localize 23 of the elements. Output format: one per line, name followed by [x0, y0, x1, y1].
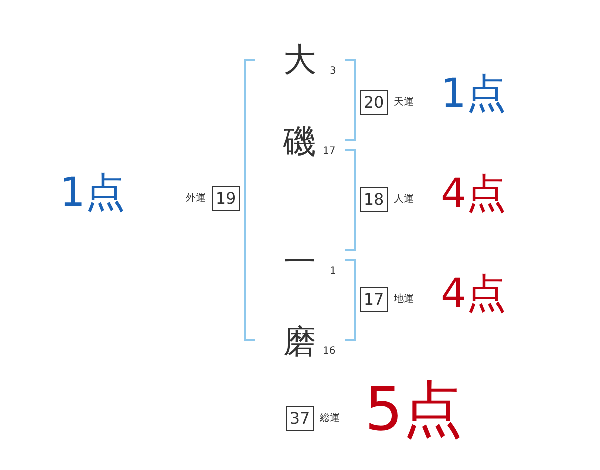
score-text: 1点: [60, 173, 126, 213]
stroke-count: 17: [323, 147, 336, 157]
number-box: 37: [286, 406, 314, 431]
number-box: 20: [360, 90, 388, 115]
stroke-count: 16: [323, 347, 336, 357]
name-character: 一: [284, 245, 316, 278]
fortune-label: 天運: [394, 98, 414, 108]
stroke-count: 3: [330, 67, 336, 77]
stroke-count: 1: [330, 267, 336, 277]
fortune-label: 人運: [394, 194, 414, 204]
name-character: 磯: [284, 125, 316, 158]
name-character: 大: [284, 43, 316, 76]
fortune-label: 外運: [186, 194, 206, 204]
score-text: 1点: [441, 74, 506, 114]
score-text: 5点: [365, 380, 464, 440]
fortune-label: 地運: [394, 294, 414, 304]
fortune-label: 総運: [320, 414, 340, 424]
score-text: 4点: [441, 174, 506, 214]
number-box: 17: [360, 287, 388, 312]
score-text: 4点: [441, 274, 506, 314]
number-box: 18: [360, 187, 388, 212]
name-character: 磨: [284, 325, 316, 358]
number-box: 19: [212, 186, 240, 211]
